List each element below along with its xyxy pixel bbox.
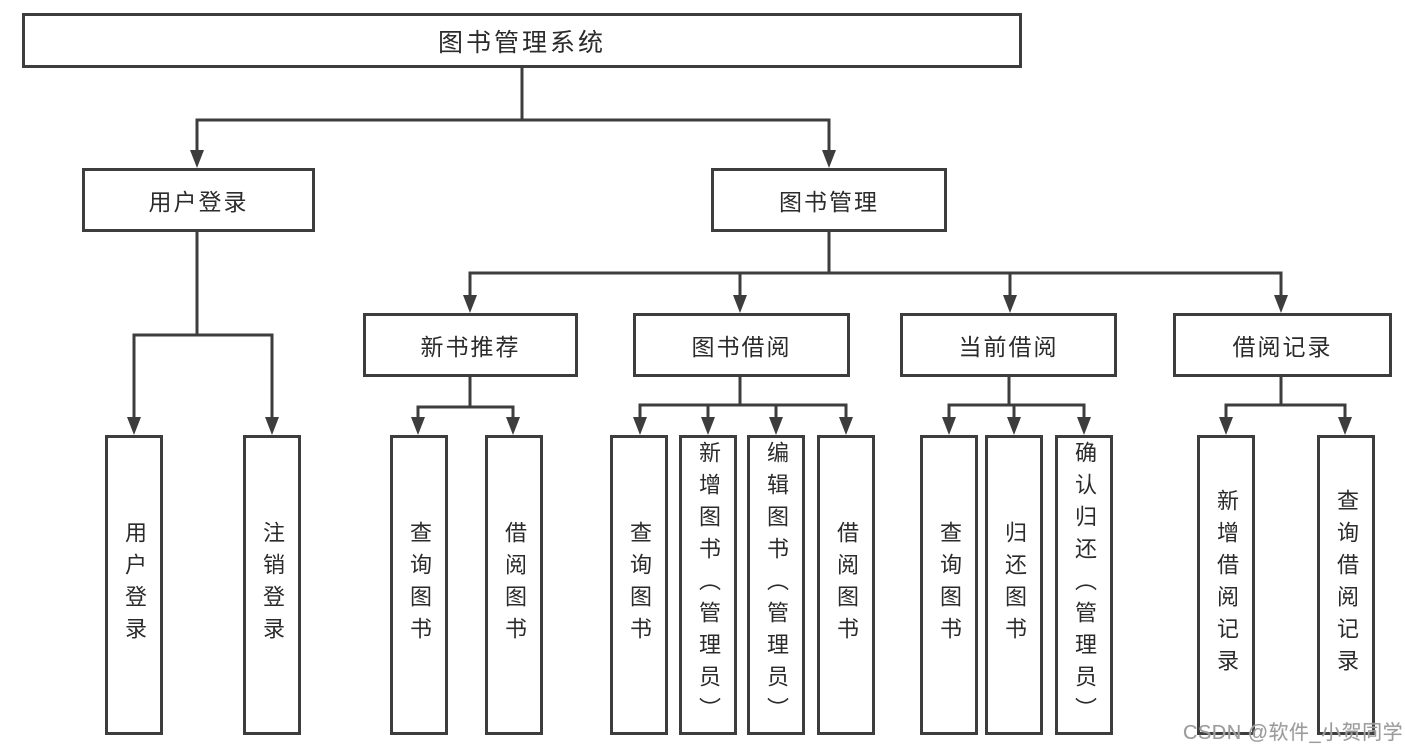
level4-borrow-books-label: 借阅图书 — [834, 521, 859, 649]
level4-box-query-books-recommend: 查询图书 — [390, 435, 448, 735]
level4-box-query-books-current: 查询图书 — [920, 435, 978, 735]
level4-box-add-borrow-record: 新增借阅记录 — [1197, 435, 1255, 735]
level4-return-book-label: 归还图书 — [1002, 521, 1027, 649]
connector-new-book-recommend-to-children — [411, 376, 520, 435]
root-box-library-management-system: 图书管理系统 — [22, 13, 1022, 68]
connector-user-login-to-children — [127, 231, 279, 435]
level4-box-edit-book-admin: 编辑图书（管理员） — [747, 435, 805, 735]
level4-query-books-recommend-label: 查询图书 — [407, 521, 432, 649]
level3-box-borrow-records: 借阅记录 — [1173, 313, 1392, 377]
level2-box-book-management: 图书管理 — [711, 168, 947, 232]
level4-box-logout: 注销登录 — [243, 435, 301, 735]
level4-box-add-book-admin: 新增图书（管理员） — [679, 435, 737, 735]
level4-confirm-return-admin-label: 确认归还（管理员） — [1072, 441, 1097, 729]
level4-box-confirm-return-admin: 确认归还（管理员） — [1055, 435, 1113, 735]
root-box-label: 图书管理系统 — [437, 28, 606, 57]
csdn-watermark: CSDN @软件_小贺同学 — [1183, 722, 1404, 744]
level4-add-borrow-record-label: 新增借阅记录 — [1214, 489, 1239, 681]
connector-borrow-records-to-children — [1219, 376, 1352, 435]
level4-box-borrow-books-recommend: 借阅图书 — [485, 435, 543, 735]
level4-query-books-current-label: 查询图书 — [937, 521, 962, 649]
connector-book-borrow-to-children — [633, 376, 853, 435]
level4-user-login-label: 用户登录 — [122, 521, 147, 649]
level4-box-query-books-borrow: 查询图书 — [610, 435, 668, 735]
level4-logout-label: 注销登录 — [260, 521, 285, 649]
level3-book-borrow-label: 图书借阅 — [691, 334, 792, 360]
level4-edit-book-admin-label: 编辑图书（管理员） — [764, 441, 789, 729]
connector-current-borrow-to-children — [942, 376, 1091, 435]
level3-box-new-book-recommend: 新书推荐 — [363, 313, 578, 377]
level3-borrow-records-label: 借阅记录 — [1232, 334, 1333, 360]
level3-new-book-recommend-label: 新书推荐 — [420, 334, 521, 360]
level2-user-login-label: 用户登录 — [148, 189, 249, 215]
level4-query-borrow-record-label: 查询借阅记录 — [1334, 489, 1359, 681]
connector-root-to-level2 — [190, 66, 836, 168]
level4-box-user-login: 用户登录 — [105, 435, 163, 735]
level2-box-user-login: 用户登录 — [82, 168, 315, 232]
level4-query-books-borrow-label: 查询图书 — [627, 521, 652, 649]
level3-box-book-borrow: 图书借阅 — [633, 313, 850, 377]
level3-box-current-borrow: 当前借阅 — [900, 313, 1117, 377]
level4-box-borrow-books: 借阅图书 — [817, 435, 875, 735]
level2-book-management-label: 图书管理 — [779, 189, 879, 215]
connector-book-management-to-level3 — [463, 231, 1288, 313]
level4-box-query-borrow-record: 查询借阅记录 — [1317, 435, 1375, 735]
level4-box-return-book: 归还图书 — [985, 435, 1043, 735]
level3-current-borrow-label: 当前借阅 — [958, 334, 1059, 360]
level4-borrow-books-recommend-label: 借阅图书 — [502, 521, 527, 649]
level4-add-book-admin-label: 新增图书（管理员） — [696, 441, 721, 729]
